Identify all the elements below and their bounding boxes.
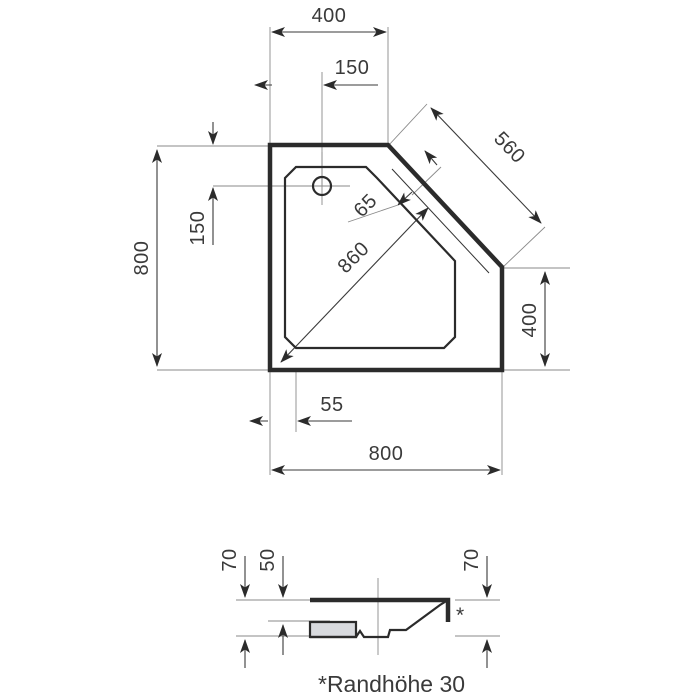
section-top-surface [310,597,451,622]
dim-label-section-left-50: 50 [257,548,279,571]
tray-bevel-offset-line [391,168,490,274]
dim-bottom-800: 800 [271,443,501,475]
dim-right-400: 400 [519,271,550,367]
section-view-group: 70 50 70 * *Randhöhe 30 [219,548,500,697]
dim-label-section-left-70: 70 [219,548,241,571]
tray-inner-outline [283,165,457,350]
dim-label-diagonal-560: 560 [489,128,529,168]
dim-label-left-800: 800 [131,241,153,276]
dim-top-400: 400 [271,5,387,37]
dim-top-150: 150 [254,57,378,90]
dim-section-left-70: 70 [219,548,250,668]
plan-view-group: 400 150 800 150 400 55 [131,5,570,475]
dim-label-left-150: 150 [187,211,209,246]
drain-center-lines [296,152,350,205]
section-star-marker: * [456,604,464,627]
dim-bottom-55: 55 [249,394,352,426]
dim-label-top-400: 400 [312,5,347,27]
dim-section-right-70: 70 [461,548,492,668]
drain-hole [311,175,333,197]
dim-label-section-right-70: 70 [461,548,483,571]
dim-left-800: 800 [131,149,162,367]
dim-diagonal-560: 560 [387,103,546,269]
dim-section-left-50: 50 [257,548,288,655]
section-underside-profile [310,599,449,639]
tray-outer-outline [267,142,505,373]
rim-height-note: *Randhöhe 30 [318,671,465,697]
section-foot-block [308,620,358,639]
dim-left-150: 150 [187,122,218,246]
dim-label-diagonal-860: 860 [334,238,374,278]
dim-label-bottom-800: 800 [369,443,404,465]
dim-label-top-150: 150 [335,57,370,79]
dim-label-rim-65: 65 [350,190,382,222]
dim-label-bottom-55: 55 [320,394,343,416]
dim-diagonal-860: 860 [280,207,429,363]
dim-label-right-400: 400 [519,303,541,338]
